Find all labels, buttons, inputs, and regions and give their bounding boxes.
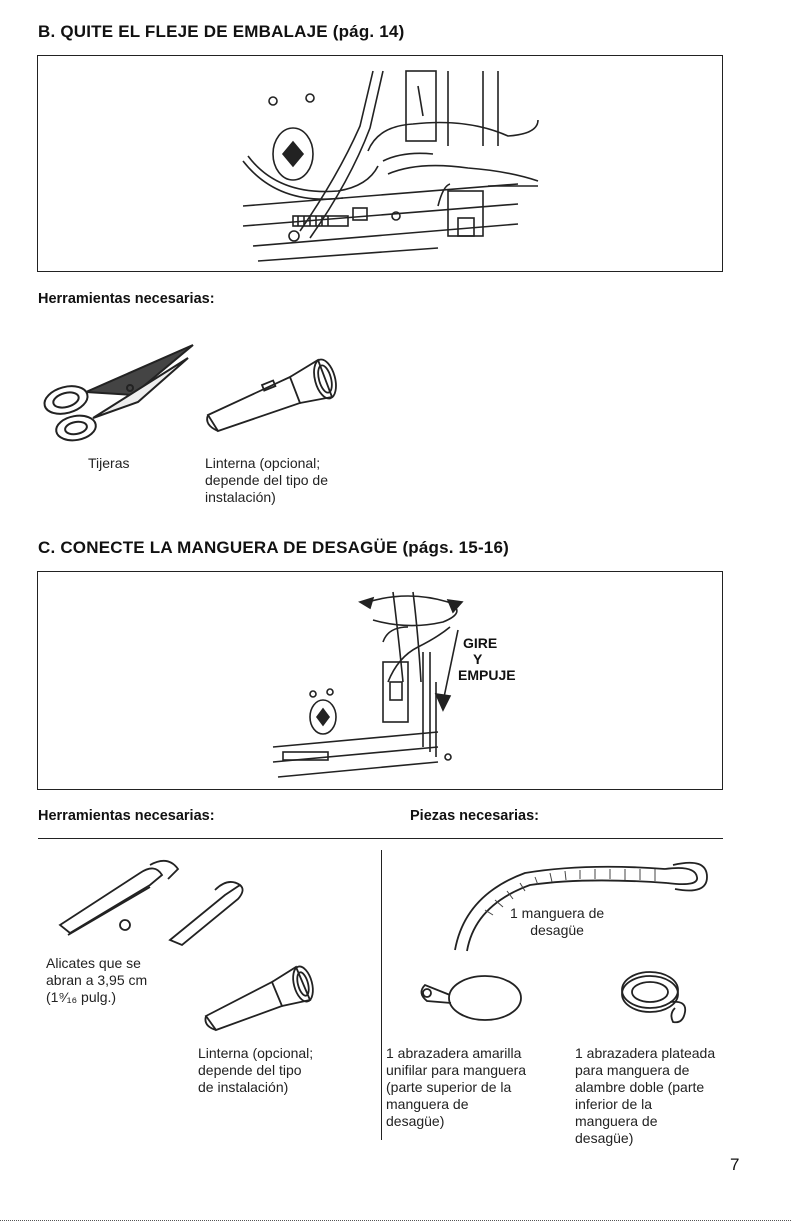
pliers-caption: Alicates que se abran a 3,95 cm (1⁹⁄₁₆ p… <box>46 955 148 1005</box>
section-b-title: B. QUITE EL FLEJE DE EMBALAJE (pág. 14) <box>38 22 405 41</box>
section-c-parts-heading: Piezas necesarias: <box>410 808 539 824</box>
connect-drain-hose-illustration: GIRE Y EMPUJE <box>37 571 723 790</box>
drain-hose-caption: 1 manguera de desagüe <box>510 905 605 938</box>
flashlight-icon <box>200 355 350 435</box>
remove-strap-drawing <box>242 70 539 262</box>
page-bottom-edge <box>0 1220 791 1221</box>
flashlight-caption-c: Linterna (opcional; depende del tipo de … <box>198 1045 314 1095</box>
section-b-tools-heading: Herramientas necesarias: <box>38 291 215 307</box>
page-number: 7 <box>730 1155 740 1174</box>
figure-label-gire: GIRE <box>463 635 497 651</box>
scissors-icon <box>38 340 203 445</box>
flashlight-caption: Linterna (opcional; depende del tipo de … <box>205 455 328 505</box>
silver-clamp-icon <box>615 962 695 1037</box>
connect-hose-drawing: GIRE Y EMPUJE <box>272 591 516 778</box>
drain-hose-icon <box>445 855 715 955</box>
figure-label-y: Y <box>473 651 483 667</box>
section-c-tools-heading: Herramientas necesarias: <box>38 808 215 824</box>
scissors-caption: Tijeras <box>88 455 130 471</box>
divider-line <box>38 838 723 839</box>
pliers-icon <box>50 855 250 950</box>
flashlight-icon <box>200 962 325 1034</box>
yellow-clamp-caption: 1 abrazadera amarilla unifilar para mang… <box>386 1045 527 1129</box>
yellow-clamp-icon <box>415 965 530 1030</box>
section-c-title: C. CONECTE LA MANGUERA DE DESAGÜE (págs.… <box>38 538 509 557</box>
figure-label-empuje: EMPUJE <box>458 667 516 683</box>
silver-clamp-caption: 1 abrazadera plateada para manguera de a… <box>575 1045 716 1146</box>
remove-strap-illustration <box>37 55 723 272</box>
column-divider <box>381 850 382 1140</box>
